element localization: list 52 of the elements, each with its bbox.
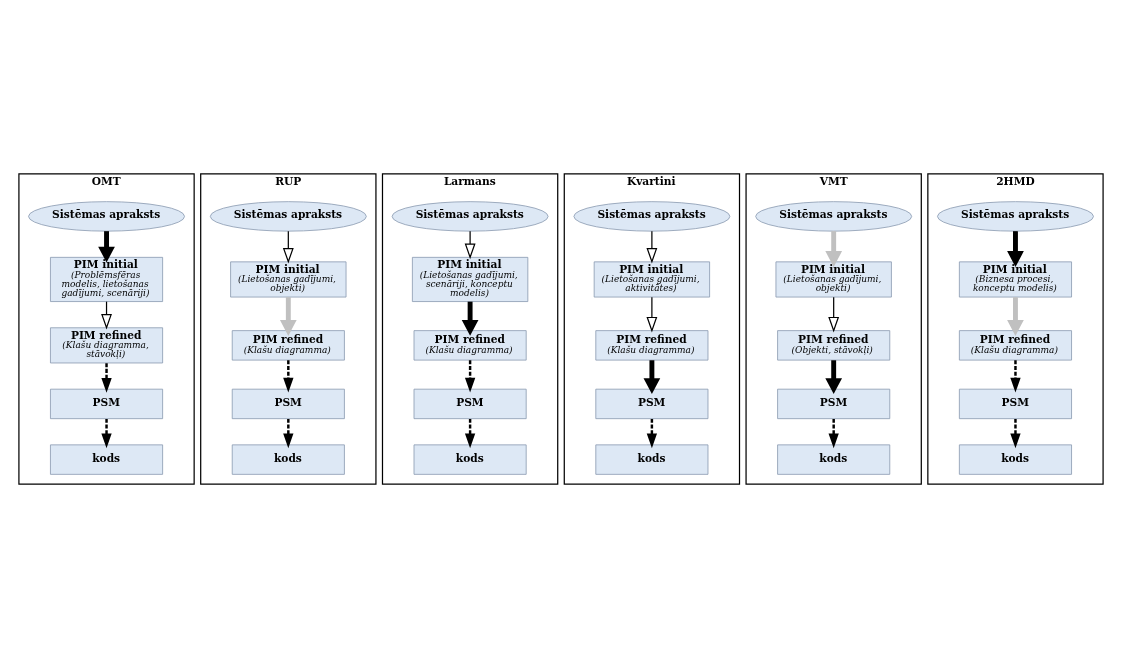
arrow (643, 359, 661, 394)
node-box: PIM initial (Lietošanas gadījumi, aktivitātes) (593, 260, 711, 297)
arrow (828, 296, 840, 332)
node-box: PIM initial (Lietošanas gadījumi, objekti) (230, 260, 347, 297)
arrow (646, 418, 658, 448)
node-box: PSM (413, 388, 527, 419)
arrow (461, 301, 479, 336)
node-box: kods (777, 443, 891, 475)
node-box: kods (50, 443, 164, 475)
node-box: PIM refined (Klašu diagramma) (958, 329, 1072, 361)
node-box: PIM refined (Klašu diagramma) (595, 329, 709, 361)
arrow (825, 230, 843, 267)
node-box: PIM initial (Lietošanas gadījumi, scenāriji, konceptu modelis) (411, 256, 529, 302)
arrow (283, 418, 294, 448)
node-box: PIM refined (Klašu diagramma) (231, 329, 345, 361)
node-ellipse: Sistēmas apraksts (755, 200, 913, 232)
arrow (464, 230, 476, 259)
arrow (825, 359, 843, 394)
node-box: PIM initial (Problēmsfēras modelis, lietošanas gadījumi, scenāriji) (50, 256, 164, 302)
node-box: kods (958, 443, 1072, 475)
node-box: PIM refined (Objekti, stāvokļi) (777, 329, 891, 361)
node-ellipse: Sistēmas apraksts (28, 200, 185, 232)
arrow (283, 359, 294, 393)
arrow (646, 296, 658, 332)
node-box: PIM refined (Klašu diagramma) (413, 329, 527, 361)
node-ellipse: Sistēmas apraksts (937, 200, 1094, 232)
node-box: PSM (231, 388, 345, 419)
node-box: PIM initial (Biznesa procesi, konceptu modelis) (958, 260, 1072, 297)
arrow (1007, 230, 1024, 267)
node-box: kods (413, 443, 527, 475)
node-box: PSM (958, 388, 1072, 419)
arrow (1007, 296, 1024, 336)
node-ellipse: Sistēmas apraksts (391, 200, 549, 232)
arrow (464, 418, 476, 448)
node-box: kods (231, 443, 345, 475)
node-ellipse: Sistēmas apraksts (209, 200, 367, 232)
node-box: PIM initial (Lietošanas gadījumi, objekti) (775, 260, 892, 297)
arrow (646, 230, 658, 264)
arrow (1010, 418, 1021, 448)
node-box: PSM (595, 388, 709, 419)
arrow (279, 296, 297, 336)
arrow (828, 418, 839, 448)
arrow (101, 362, 112, 393)
node-box: PIM refined (Klašu diagramma, stāvokļi) (50, 326, 164, 363)
node-ellipse: Sistēmas apraksts (573, 200, 731, 232)
arrow (464, 359, 476, 393)
arrow (1010, 359, 1021, 393)
node-box: PSM (777, 388, 891, 419)
arrow (98, 230, 115, 263)
node-box: kods (595, 443, 709, 475)
arrow (101, 418, 112, 448)
node-box: PSM (50, 388, 164, 419)
